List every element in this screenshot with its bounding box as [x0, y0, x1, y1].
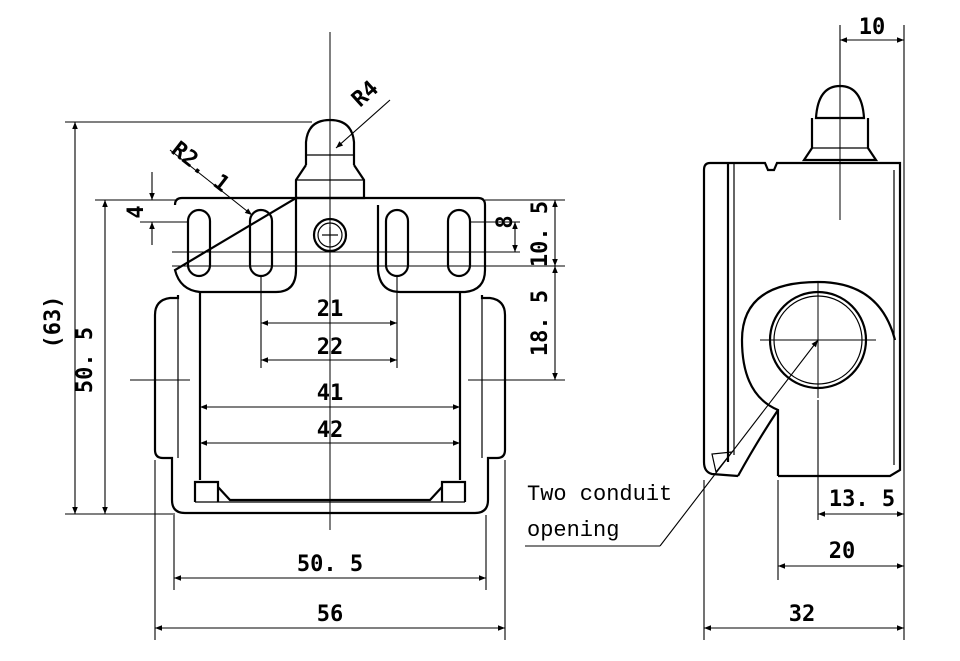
- dim-radius-plunger: R4: [347, 76, 383, 112]
- front-dimension-arrows: [72, 99, 558, 631]
- dim-21: 21: [317, 297, 344, 322]
- dim-height-overall: (63): [41, 296, 66, 349]
- front-dimension-labels: R4 R2. 1 (63) 50. 5 4 8 10. 5 18. 5 21 2…: [41, 76, 553, 627]
- slot-outer-right: [446, 208, 472, 278]
- front-view: R4 R2. 1 (63) 50. 5 4 8 10. 5 18. 5 21 2…: [41, 32, 565, 640]
- dim-41: 41: [317, 381, 344, 406]
- slot-outer-left: [186, 208, 212, 278]
- dim-width-56: 56: [317, 602, 344, 627]
- dim-radius-slot: R2. 1: [166, 137, 234, 197]
- side-dimension-labels: 10 13. 5 20 32 Two conduit opening: [527, 15, 895, 627]
- conduit-note-line2: opening: [527, 518, 619, 543]
- dim-22: 22: [317, 335, 344, 360]
- side-body: [702, 161, 902, 478]
- dim-42: 42: [317, 418, 344, 443]
- front-centerlines: [130, 32, 530, 530]
- dim-10: 10: [859, 15, 886, 40]
- dim-height-body: 50. 5: [73, 327, 98, 393]
- conduit-note-line1: Two conduit: [527, 482, 672, 507]
- dim-mid-18-5: 18. 5: [528, 290, 553, 356]
- dim-width-50-5: 50. 5: [297, 552, 363, 577]
- side-extension-lines: [703, 25, 905, 640]
- dim-32: 32: [789, 602, 816, 627]
- dim-13-5: 13. 5: [829, 487, 895, 512]
- dim-slot-4: 4: [124, 205, 149, 218]
- dim-20: 20: [829, 539, 856, 564]
- dim-top-10-5: 10. 5: [528, 201, 553, 267]
- dim-slot-8: 8: [493, 215, 518, 228]
- side-view: 10 13. 5 20 32 Two conduit opening: [525, 15, 905, 640]
- side-dimension-arrows: [525, 37, 904, 631]
